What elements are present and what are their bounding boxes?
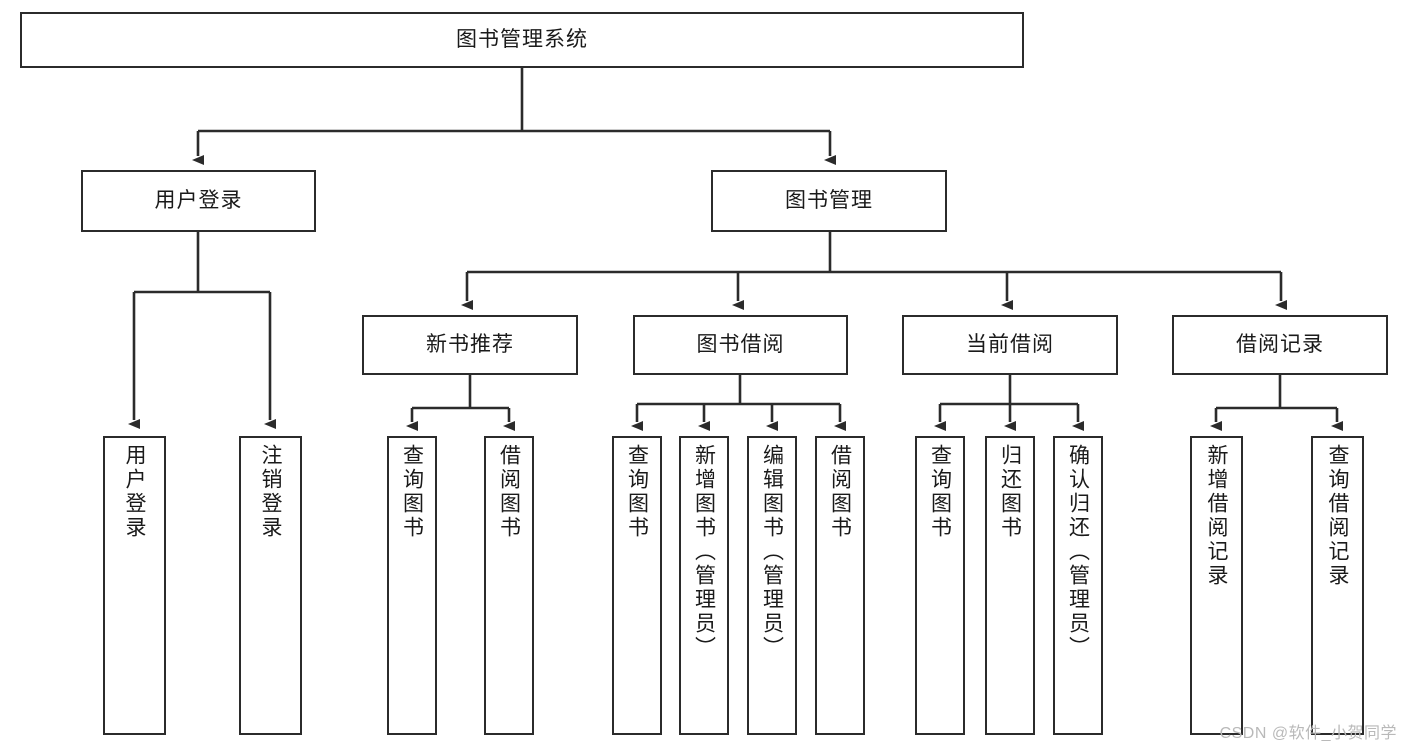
node-current-borrowing[interactable]: 当前借阅: [902, 315, 1118, 375]
node-label: 图书借阅: [696, 332, 785, 356]
node-label: 借阅记录: [1236, 332, 1324, 356]
node-label: 新增借阅记录: [1205, 444, 1228, 588]
node-label: 借阅图书: [497, 444, 521, 540]
leaf-edit-book-admin[interactable]: 编辑图书（管理员）: [747, 436, 797, 735]
node-label: 新书推荐: [426, 332, 514, 356]
node-label: 新增图书（管理员）: [692, 444, 716, 660]
leaf-borrow-books[interactable]: 借阅图书: [815, 436, 865, 735]
node-label: 借阅图书: [828, 444, 852, 540]
node-label: 注销登录: [259, 444, 282, 540]
node-label: 图书管理系统: [456, 27, 588, 51]
node-label: 归还图书: [998, 444, 1022, 540]
node-user-login-branch[interactable]: 用户登录: [81, 170, 316, 232]
leaf-confirm-return-admin[interactable]: 确认归还（管理员）: [1053, 436, 1103, 735]
node-label: 查询图书: [928, 444, 952, 540]
leaf-query-books-recommendation[interactable]: 查询图书: [387, 436, 437, 735]
node-book-management-branch[interactable]: 图书管理: [711, 170, 947, 232]
node-new-book-recommendation[interactable]: 新书推荐: [362, 315, 578, 375]
node-label: 查询图书: [400, 444, 424, 540]
node-label: 查询图书: [625, 444, 649, 540]
leaf-return-books[interactable]: 归还图书: [985, 436, 1035, 735]
node-root-library-management-system[interactable]: 图书管理系统: [20, 12, 1024, 68]
node-label: 编辑图书（管理员）: [760, 444, 784, 660]
leaf-query-books-borrowing[interactable]: 查询图书: [612, 436, 662, 735]
node-borrowing-records[interactable]: 借阅记录: [1172, 315, 1388, 375]
leaf-add-book-admin[interactable]: 新增图书（管理员）: [679, 436, 729, 735]
node-label: 用户登录: [154, 188, 243, 212]
leaf-query-books-current[interactable]: 查询图书: [915, 436, 965, 735]
leaf-query-borrowing-record[interactable]: 查询借阅记录: [1311, 436, 1364, 735]
leaf-user-login[interactable]: 用户登录: [103, 436, 166, 735]
node-label: 当前借阅: [966, 332, 1054, 356]
node-label: 查询借阅记录: [1326, 444, 1349, 588]
csdn-watermark: CSDN @软件_小贺同学: [1219, 725, 1397, 742]
leaf-logout[interactable]: 注销登录: [239, 436, 302, 735]
leaf-add-borrowing-record[interactable]: 新增借阅记录: [1190, 436, 1243, 735]
node-label: 用户登录: [123, 444, 146, 540]
node-label: 确认归还（管理员）: [1066, 444, 1090, 660]
node-book-borrowing[interactable]: 图书借阅: [633, 315, 848, 375]
leaf-borrow-books-recommendation[interactable]: 借阅图书: [484, 436, 534, 735]
node-label: 图书管理: [785, 188, 873, 212]
